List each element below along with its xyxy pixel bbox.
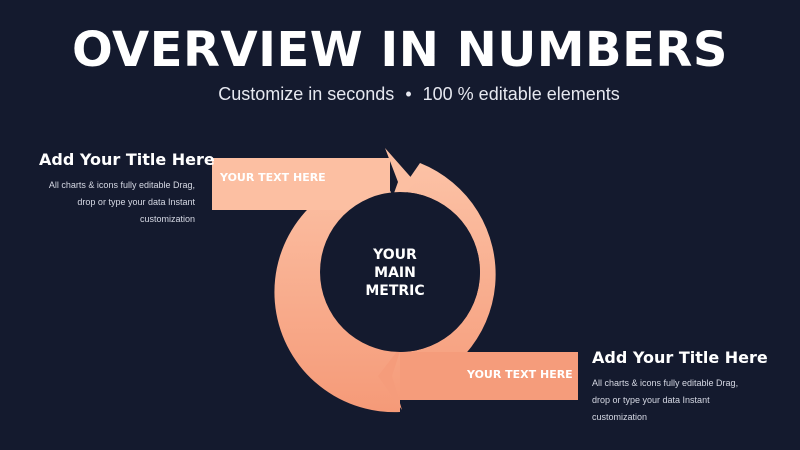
right-body-line-2: drop or type your data Instant <box>592 395 710 405</box>
right-body-line-1: All charts & icons fully editable Drag, <box>592 378 739 388</box>
center-line-1: YOUR <box>373 247 417 263</box>
left-body-line-1: All charts & icons fully editable Drag, <box>48 180 195 190</box>
bottom-arrow-head <box>378 345 402 410</box>
right-body-line-3: customization <box>592 412 648 422</box>
cycle-ring <box>274 163 496 413</box>
left-text-block: Add Your Title Here All charts & icons f… <box>30 150 215 228</box>
left-block-body: All charts & icons fully editable Drag, … <box>30 177 195 228</box>
top-arrow-shaft <box>212 158 390 210</box>
center-line-2: MAIN <box>374 265 416 281</box>
subtitle-part-1: Customize in seconds <box>218 84 395 104</box>
center-line-3: METRIC <box>365 283 425 299</box>
bottom-arrow-label: YOUR TEXT HERE <box>467 368 573 381</box>
right-block-title: Add Your Title Here <box>592 348 768 367</box>
left-body-line-3: customization <box>139 214 195 224</box>
left-body-line-2: drop or type your data Instant <box>77 197 195 207</box>
subtitle-part-2: 100 % editable elements <box>422 84 620 104</box>
bottom-arrow-shaft <box>400 352 578 400</box>
subtitle-separator: • <box>405 84 412 104</box>
left-block-title: Add Your Title Here <box>39 150 215 169</box>
page-subtitle: Customize in seconds • 100 % editable el… <box>0 84 800 105</box>
right-text-block: Add Your Title Here All charts & icons f… <box>592 348 772 426</box>
right-block-body: All charts & icons fully editable Drag, … <box>592 375 772 426</box>
page-title: OVERVIEW IN NUMBERS <box>72 22 728 78</box>
center-metric-label: YOUR MAIN METRIC <box>345 246 445 300</box>
center-circle <box>320 192 480 352</box>
top-arrow-label: YOUR TEXT HERE <box>220 171 326 184</box>
